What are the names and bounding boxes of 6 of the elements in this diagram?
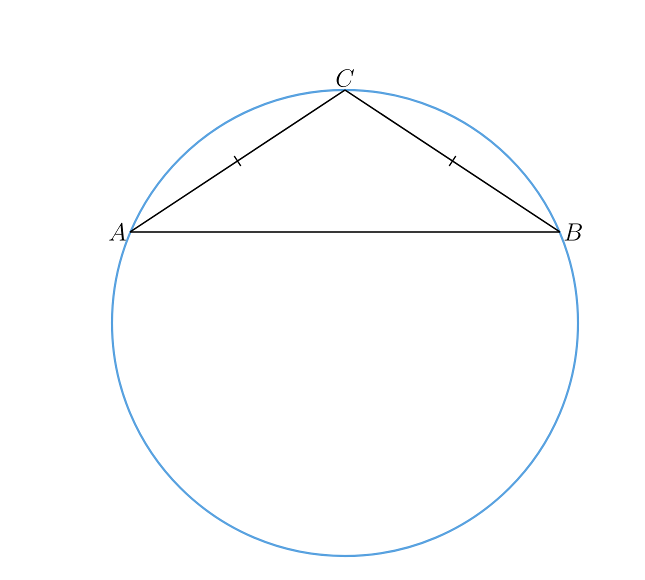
vertex-label: $A$ [109, 222, 126, 240]
triangle-side [130, 89, 346, 233]
vertex-label: $C$ [336, 69, 354, 88]
vertex-label: $B$ [564, 224, 582, 240]
triangle-side [344, 89, 560, 233]
triangle-side [130, 231, 560, 233]
